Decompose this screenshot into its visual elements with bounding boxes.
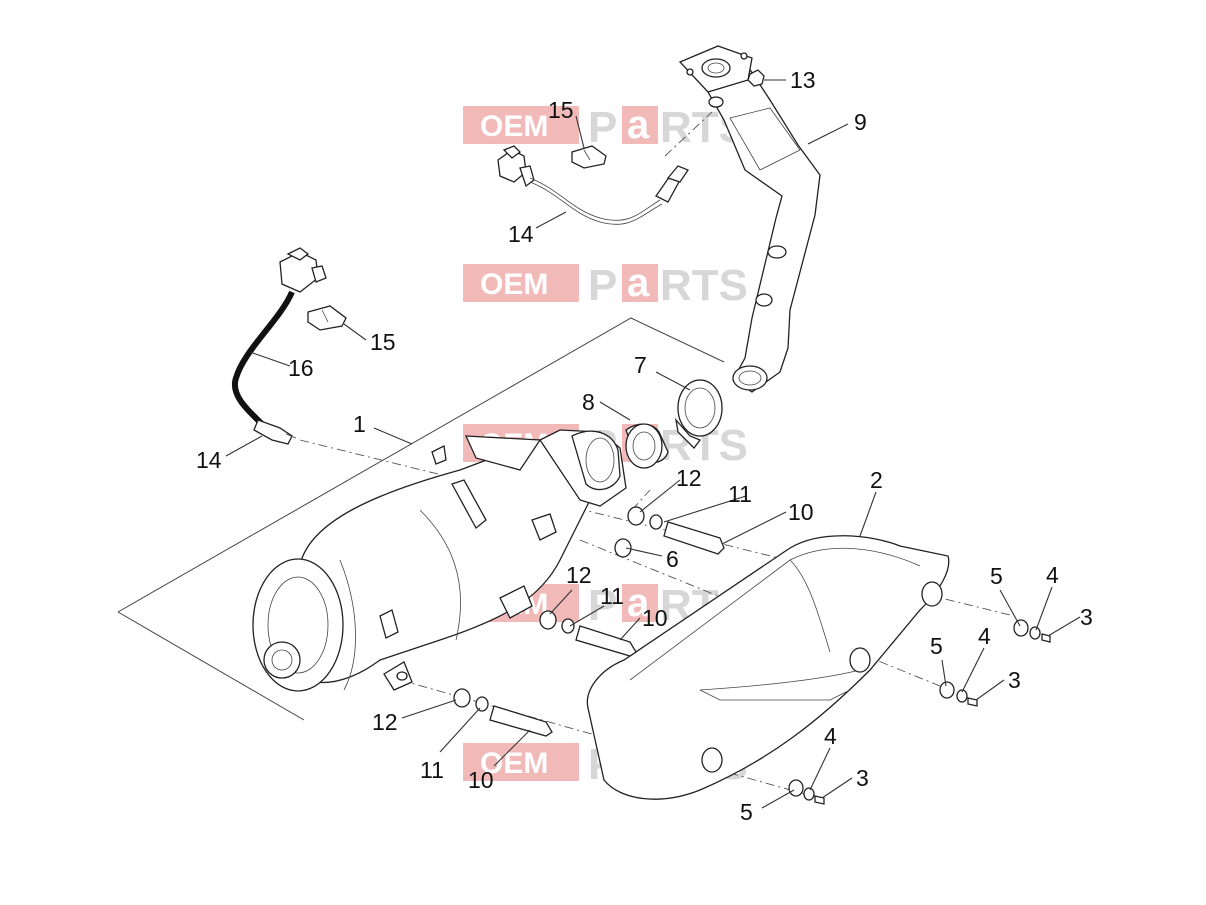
callout-4: 4: [1046, 562, 1059, 588]
assembly-frame: [117, 317, 725, 721]
callout-11: 11: [420, 757, 444, 783]
watermark-p-text: P: [588, 261, 617, 310]
callout-14: 14: [508, 221, 534, 247]
gasket-8: [625, 423, 669, 469]
callout-14: 14: [196, 447, 222, 473]
clip-15-left: [307, 305, 347, 331]
exhaust-header-pipe: [678, 45, 821, 393]
heat-shield-2: [586, 535, 950, 800]
callout-12: 12: [372, 709, 398, 735]
callout-9: 9: [854, 109, 867, 135]
muffler-1: [252, 429, 627, 692]
watermark-a-text: a: [627, 581, 650, 625]
hardware-upper: [614, 506, 725, 558]
callout-15: 15: [548, 97, 574, 123]
nut-13: [747, 69, 765, 87]
callout-12: 12: [676, 465, 702, 491]
callout-1: 1: [353, 411, 366, 437]
callout-10: 10: [788, 499, 814, 525]
watermark-oem-parts: OEM P a RTS: [463, 103, 748, 152]
watermark-oem-parts: OEM P a RTS: [463, 261, 748, 310]
callout-5: 5: [990, 563, 1003, 589]
oxygen-sensor-left: [231, 247, 327, 445]
callout-11: 11: [728, 481, 752, 507]
callout-10: 10: [468, 767, 494, 793]
callout-3: 3: [856, 765, 869, 791]
hardware-lower: [453, 688, 553, 737]
callout-13: 13: [790, 67, 816, 93]
clamp-7: [674, 379, 723, 449]
watermark-oem-text: OEM: [480, 268, 548, 301]
callout-3: 3: [1008, 667, 1021, 693]
callout-2: 2: [870, 467, 883, 493]
callout-3: 3: [1080, 604, 1093, 630]
callout-7: 7: [634, 352, 647, 378]
callout-16: 16: [288, 355, 314, 381]
callout-6: 6: [666, 546, 679, 572]
watermark-a-text: a: [627, 261, 650, 305]
callout-5: 5: [740, 799, 753, 825]
callout-12: 12: [566, 562, 592, 588]
callout-5: 5: [930, 633, 943, 659]
callout-8: 8: [582, 389, 595, 415]
clip-15-upper: [571, 145, 607, 169]
callout-11: 11: [600, 583, 624, 609]
watermark-oem-text: OEM: [480, 747, 548, 780]
leader-lines: [225, 79, 1081, 809]
oxygen-sensor-upper: [497, 145, 689, 225]
hardware-middle: [539, 610, 637, 657]
callout-10: 10: [642, 605, 668, 631]
watermark-rts-text: RTS: [660, 261, 748, 310]
watermark-p-text: P: [588, 103, 617, 152]
callout-4: 4: [824, 723, 837, 749]
watermark-oem-text: OEM: [480, 110, 548, 143]
callout-4: 4: [978, 623, 991, 649]
hardware-shield-fasteners: [788, 619, 1051, 805]
callouts: 1 2 3 3 3 4 4 4 5 5 5 6 7 8 9 10 10 10 1…: [196, 67, 1093, 825]
callout-15: 15: [370, 329, 396, 355]
watermark-a-text: a: [627, 103, 650, 147]
watermark-p-text: P: [588, 581, 617, 630]
